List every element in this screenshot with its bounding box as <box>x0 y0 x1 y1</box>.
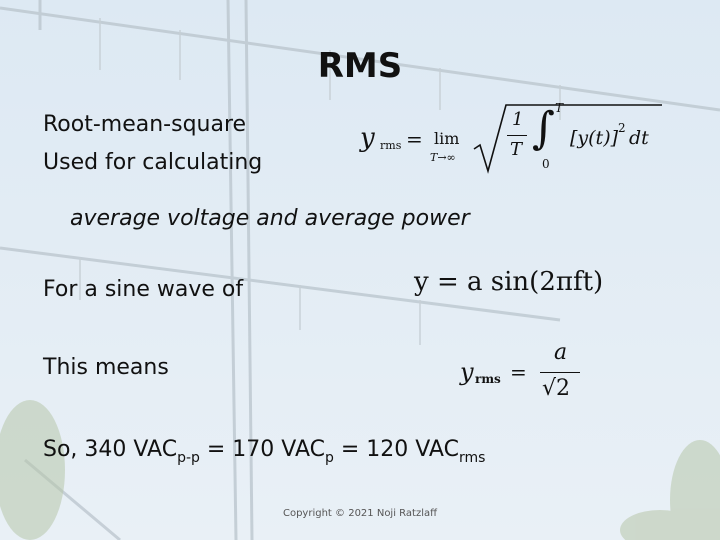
equation-sine-wave: y = a sin(2πft) <box>414 267 604 297</box>
text-this-means: This means <box>43 355 169 380</box>
eq2-equals: = <box>510 360 527 384</box>
eq-power: 2 <box>618 121 626 135</box>
eq-dt: dt <box>629 127 649 149</box>
slide-title: RMS <box>317 46 403 86</box>
eq-frac-num: 1 <box>512 109 524 130</box>
eq2-den: √2 <box>542 376 571 401</box>
eq2-lhs-sub: rms <box>475 372 501 386</box>
text-voltage-conversion: So, 340 VACp-p = 170 VACp = 120 VACrms <box>43 437 485 466</box>
voltage-p: = 170 VAC <box>199 437 325 462</box>
eq-frac-den: T <box>510 139 523 160</box>
sub-pp: p-p <box>177 450 200 466</box>
eq-lim-sub: T→∞ <box>430 151 456 164</box>
eq2-frac-bar <box>540 372 580 373</box>
sqrt-sign-icon <box>473 104 662 174</box>
copyright-footer: Copyright © 2021 Noji Ratzlaff <box>282 508 437 519</box>
equation-rms-definition: y rms = lim T→∞ 1 T ∫ T 0 [y(t)] 2 dt <box>360 95 662 185</box>
eq-lhs-y: y <box>360 123 375 153</box>
eq-lim: lim <box>434 129 460 148</box>
integral-sign-icon: ∫ <box>532 103 555 154</box>
eq-equals: = <box>406 127 423 151</box>
eq2-num: a <box>554 340 568 365</box>
eq-frac-bar <box>507 135 527 136</box>
eq2-lhs-y: y <box>460 358 474 386</box>
eq-lhs-sub: rms <box>380 139 402 152</box>
sub-p: p <box>324 450 334 466</box>
eq-int-lower: 0 <box>542 157 550 171</box>
voltage-pp: So, 340 VAC <box>43 437 178 462</box>
text-average-voltage-power: average voltage and average power <box>70 206 470 231</box>
sub-rms: rms <box>458 450 486 466</box>
eq-int-upper: T <box>555 101 564 115</box>
text-used-for-calculating: Used for calculating <box>43 150 263 175</box>
text-sine-wave: For a sine wave of <box>43 277 244 302</box>
voltage-rms: = 120 VAC <box>333 437 459 462</box>
eq-integrand: [y(t)] <box>570 127 619 149</box>
text-root-mean-square: Root-mean-square <box>43 112 247 137</box>
equation-rms-result: y rms = a √2 <box>460 340 590 412</box>
